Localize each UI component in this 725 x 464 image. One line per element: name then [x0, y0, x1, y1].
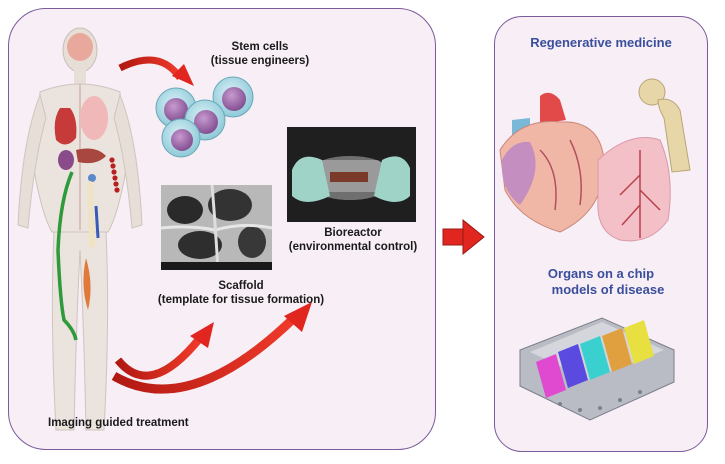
organs-on-chip-subtitle: models of disease: [551, 282, 665, 297]
stem-cells-illustration: [155, 76, 254, 158]
human-body-illustration: [17, 27, 143, 431]
right-arrow-icon: [442, 218, 485, 256]
kidney-icon: [58, 150, 74, 170]
bioreactor-label: Bioreactor (environmental control): [278, 226, 428, 254]
brain-icon: [67, 33, 93, 61]
stem-cells-title: Stem cells: [231, 41, 289, 53]
bioreactor-subtitle: (environmental control): [288, 241, 418, 253]
bioreactor-title: Bioreactor: [324, 227, 382, 239]
scaffold-sem-image: [160, 184, 273, 271]
regenerative-medicine-label: Regenerative medicine: [530, 35, 672, 50]
lung-icon: [80, 96, 108, 140]
organ-on-chip-illustration: [519, 317, 675, 421]
heart-illustration: [499, 92, 605, 233]
scaffold-title: Scaffold: [218, 280, 264, 292]
red-arrows: [111, 56, 485, 394]
heart-icon: [54, 108, 77, 145]
organs-on-chip-label: Organs on a chip models of disease: [497, 266, 705, 298]
vessel-chain-icon: [109, 157, 120, 193]
arrow-to-bioreactor: [111, 312, 300, 394]
stem-cell-icon: [212, 76, 254, 118]
organs-on-chip-title: Organs on a chip: [547, 266, 655, 281]
lung-illustration: [597, 137, 671, 242]
bone-illustration: [638, 78, 691, 173]
bioreactor-photo: [287, 127, 416, 222]
scaffold-subtitle: (template for tissue formation): [157, 294, 325, 306]
stem-cell-icon: [161, 118, 201, 158]
nerve-icon: [56, 171, 78, 341]
arrow-to-scaffold: [114, 335, 204, 380]
stem-cells-label: Stem cells (tissue engineers): [190, 40, 330, 68]
arrow-to-stem-cells: [118, 56, 183, 81]
stem-cells-subtitle: (tissue engineers): [210, 55, 310, 67]
muscle-icon: [83, 258, 91, 310]
imaging-label: Imaging guided treatment: [48, 417, 189, 429]
liver-icon: [76, 148, 106, 164]
scaffold-label: Scaffold (template for tissue formation): [146, 279, 336, 307]
